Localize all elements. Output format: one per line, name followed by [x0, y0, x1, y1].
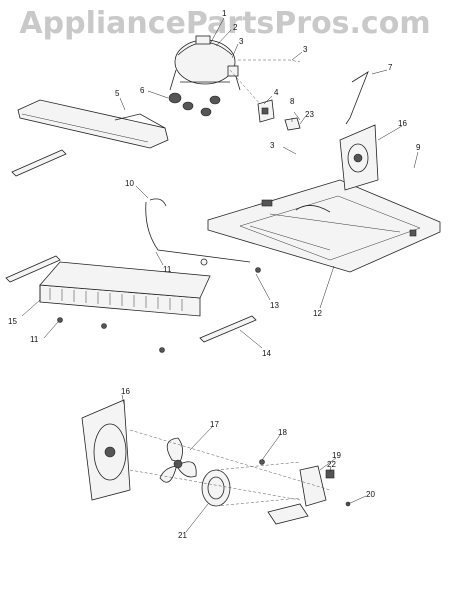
condenser-tube — [145, 198, 251, 266]
callout-18: 18 — [278, 428, 287, 437]
callout-1: 1 — [222, 9, 227, 18]
foam-strip-left — [5, 255, 61, 283]
start-relay — [257, 99, 275, 123]
fan-blade — [159, 437, 197, 483]
callout-14: 14 — [262, 349, 271, 358]
callout-8: 8 — [290, 97, 295, 106]
callout-16b: 16 — [121, 387, 130, 396]
foam-strip-right — [199, 315, 257, 343]
callout-6: 6 — [140, 86, 145, 95]
callout-17: 17 — [210, 420, 219, 429]
fan-shroud-lower — [81, 399, 131, 501]
compressor-mounting-rail — [17, 99, 169, 149]
condenser-line — [345, 71, 369, 125]
fan-shroud-upper — [339, 124, 379, 191]
callout-23: 23 — [305, 110, 314, 119]
callout-numbers: 1 2 3 3 3 4 5 6 7 8 9 10 11 11 12 13 14 … — [8, 9, 421, 540]
callout-20: 20 — [366, 490, 375, 499]
overload-protector — [284, 117, 301, 131]
callout-7: 7 — [388, 63, 393, 72]
motor-bracket — [267, 465, 327, 525]
grommets — [168, 92, 221, 117]
callout-19: 19 — [332, 451, 341, 460]
callout-3c: 3 — [270, 141, 275, 150]
callout-15: 15 — [8, 317, 17, 326]
callout-13: 13 — [270, 301, 279, 310]
callout-21: 21 — [178, 531, 187, 540]
callout-22: 22 — [327, 460, 336, 469]
callout-16a: 16 — [398, 119, 407, 128]
compressor — [169, 35, 241, 91]
fan-motor — [201, 461, 301, 507]
callout-10: 10 — [125, 179, 134, 188]
callout-3b: 3 — [303, 45, 308, 54]
base-plate — [207, 179, 441, 273]
callout-12: 12 — [313, 309, 322, 318]
callout-9: 9 — [416, 143, 421, 152]
leader-lines — [21, 17, 419, 533]
watermark: AppliancePartsPros.com — [19, 6, 431, 41]
callout-2: 2 — [233, 23, 238, 32]
callout-11a: 11 — [163, 265, 172, 274]
foam-strip-upper — [11, 149, 67, 177]
callout-11b: 11 — [30, 335, 39, 344]
callout-4: 4 — [274, 88, 279, 97]
callout-5: 5 — [115, 89, 120, 98]
callout-3a: 3 — [239, 37, 244, 46]
condenser-coil — [39, 261, 211, 317]
